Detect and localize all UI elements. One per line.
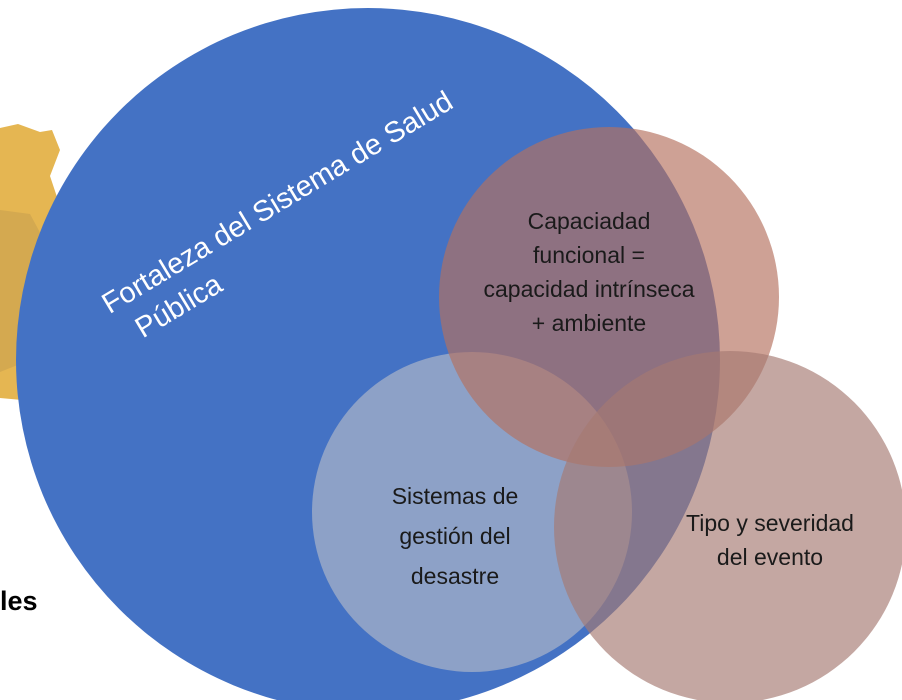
event-line2: del evento [717,544,823,570]
disaster-management-line2: gestión del [399,523,510,549]
functional-capacity-line3: capacidad intrínseca [484,276,695,302]
event-label: Tipo y severidad del evento [686,510,854,570]
functional-capacity-line4: + ambiente [532,310,646,336]
functional-capacity-label: Capaciadad funcional = capacidad intríns… [484,208,695,336]
functional-capacity-line1: Capaciadad [528,208,651,234]
partial-slide-text: les [0,586,38,616]
event-circle [554,351,902,700]
functional-capacity-line2: funcional = [533,242,645,268]
disaster-management-line1: Sistemas de [392,483,519,509]
disaster-management-line3: desastre [411,563,499,589]
disaster-management-label: Sistemas de gestión del desastre [392,483,519,589]
event-line1: Tipo y severidad [686,510,854,536]
